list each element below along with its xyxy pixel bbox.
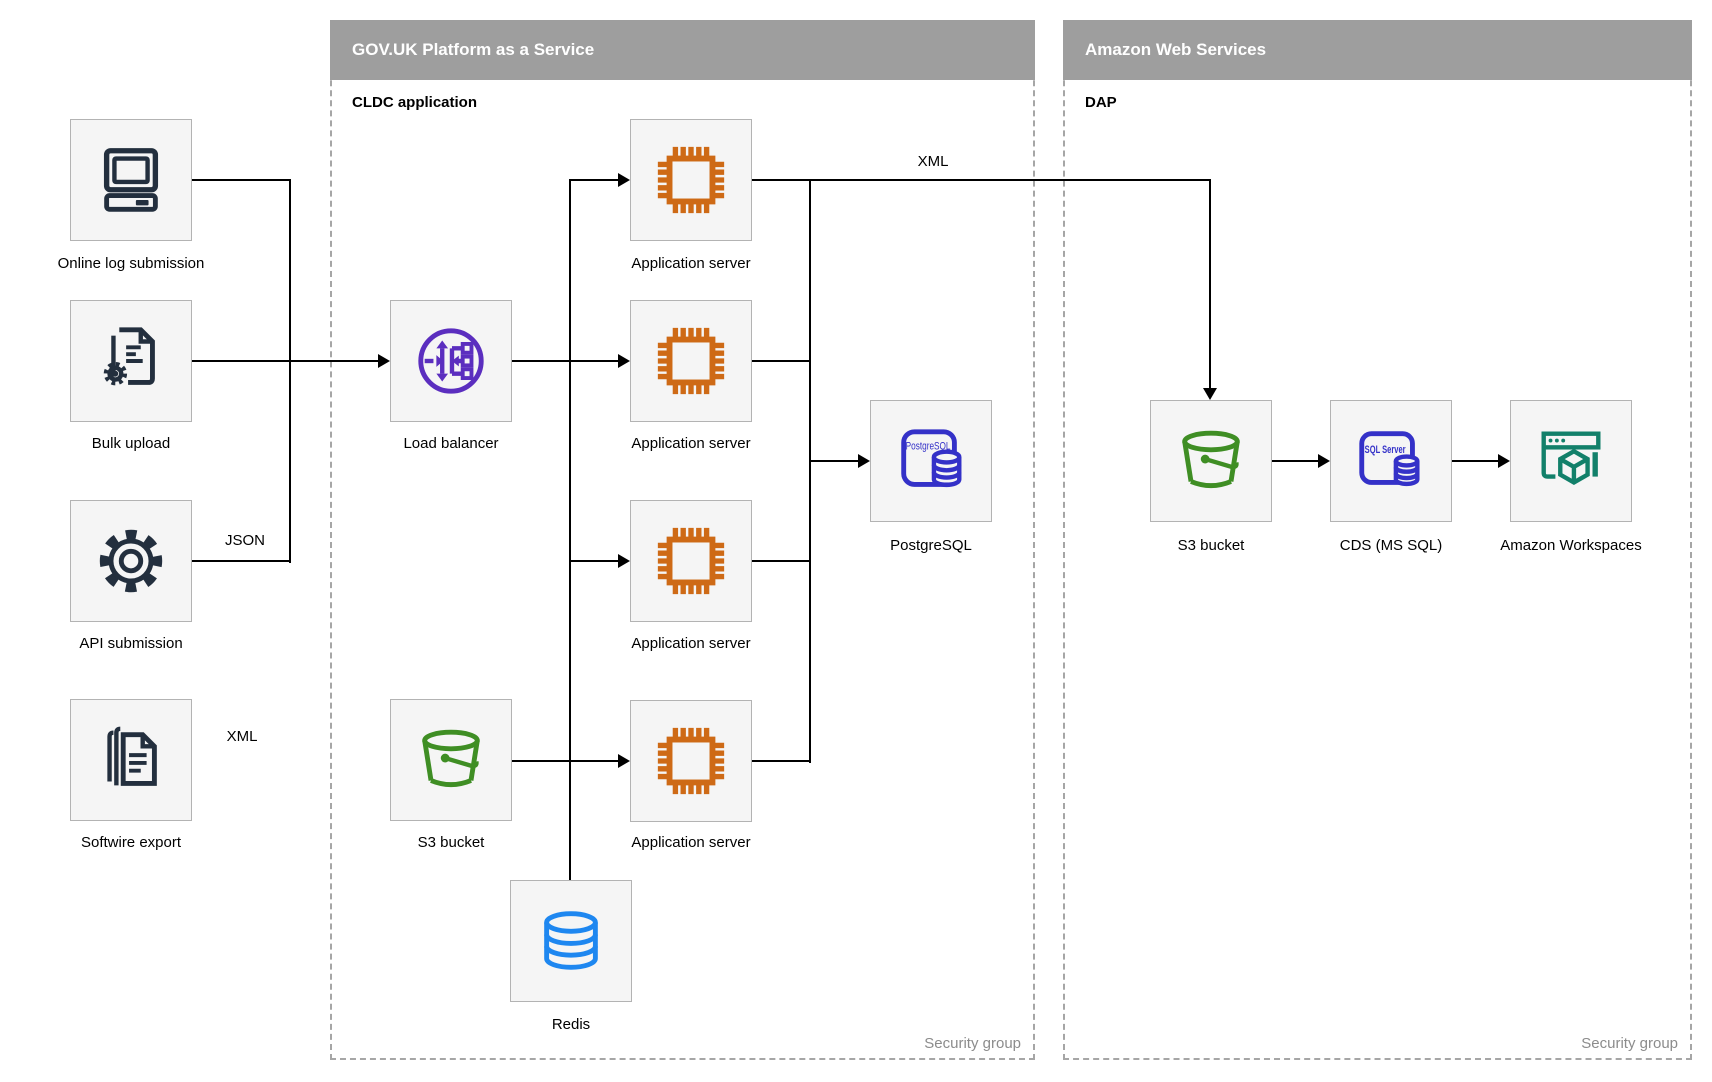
edge-xml-to-aws bbox=[752, 179, 1211, 181]
node-label: Application server bbox=[631, 435, 751, 452]
bucket-icon bbox=[422, 729, 480, 788]
bucket-icon bbox=[1182, 430, 1240, 489]
edge-app4-out bbox=[752, 760, 810, 762]
container-sublabel: CLDC application bbox=[352, 94, 478, 111]
edge-s3aws-to-cds bbox=[1272, 460, 1318, 462]
database-icon bbox=[544, 911, 598, 970]
arrowhead bbox=[1318, 454, 1330, 468]
document-gear-icon bbox=[103, 327, 155, 386]
container-title-bar: Amazon Web Services bbox=[1063, 20, 1692, 80]
gear-icon bbox=[99, 529, 163, 593]
postgresql-icon: PostgreSQL bbox=[901, 429, 962, 488]
node-label: Application server bbox=[631, 834, 751, 851]
edge-onlinelog-junction bbox=[192, 179, 290, 181]
node-load-balancer bbox=[390, 300, 512, 422]
chip-icon bbox=[657, 146, 725, 214]
arrowhead bbox=[1203, 388, 1217, 400]
container-aws: Amazon Web Services DAP Security group bbox=[1063, 20, 1692, 1060]
node-label: Redis bbox=[551, 1016, 591, 1033]
arrowhead bbox=[1498, 454, 1510, 468]
node-bulk-upload bbox=[70, 300, 192, 422]
edge-xml-down bbox=[1209, 179, 1211, 389]
edge-api-junction bbox=[192, 560, 290, 562]
edge-app2-out bbox=[752, 360, 810, 362]
arrowhead bbox=[378, 354, 390, 368]
security-group-label: Security group bbox=[1581, 1035, 1678, 1052]
node-label: API submission bbox=[79, 635, 183, 652]
edge-feed-trunk bbox=[569, 179, 571, 881]
node-application-server-4 bbox=[630, 700, 752, 822]
node-label: Application server bbox=[631, 255, 751, 272]
node-amazon-workspaces bbox=[1510, 400, 1632, 522]
edge-label-json: JSON bbox=[214, 532, 276, 549]
node-online-log-submission bbox=[70, 119, 192, 241]
documents-stack-icon bbox=[107, 726, 157, 786]
node-postgresql: PostgreSQL bbox=[870, 400, 992, 522]
edge-to-postgresql bbox=[810, 460, 858, 462]
node-label: PostgreSQL bbox=[890, 537, 972, 554]
node-label: Amazon Workspaces bbox=[1500, 537, 1642, 554]
edge-bulk-to-lb bbox=[192, 360, 378, 362]
container-govuk-paas: GOV.UK Platform as a Service CLDC applic… bbox=[330, 20, 1035, 1060]
node-label: Application server bbox=[631, 635, 751, 652]
container-sublabel: DAP bbox=[1085, 94, 1117, 111]
node-application-server-1 bbox=[630, 119, 752, 241]
workspaces-icon bbox=[1541, 431, 1601, 485]
edge-label-xml: XML bbox=[211, 728, 273, 745]
node-s3-bucket-aws bbox=[1150, 400, 1272, 522]
node-application-server-3 bbox=[630, 500, 752, 622]
edge-collector-trunk bbox=[809, 179, 811, 763]
node-redis bbox=[510, 880, 632, 1002]
node-label: CDS (MS SQL) bbox=[1339, 537, 1443, 554]
arrowhead bbox=[858, 454, 870, 468]
node-label: S3 bucket bbox=[417, 834, 485, 851]
edge-s3-to-app4 bbox=[512, 760, 618, 762]
chip-icon bbox=[657, 327, 725, 395]
security-group-label: Security group bbox=[924, 1035, 1021, 1052]
arrowhead bbox=[618, 354, 630, 368]
node-label: Online log submission bbox=[57, 255, 205, 272]
arrowhead bbox=[618, 554, 630, 568]
node-label: Bulk upload bbox=[91, 435, 171, 452]
edge-lb-to-app2 bbox=[512, 360, 618, 362]
chip-icon bbox=[657, 527, 725, 595]
node-label: S3 bucket bbox=[1177, 537, 1245, 554]
load-balancer-icon bbox=[418, 328, 484, 394]
node-cds-mssql: SQL Server bbox=[1330, 400, 1452, 522]
node-api-submission bbox=[70, 500, 192, 622]
node-s3-bucket-paas bbox=[390, 699, 512, 821]
node-label: Softwire export bbox=[80, 834, 182, 851]
edge-label-xml: XML bbox=[902, 153, 964, 170]
sql-server-icon-text: SQL Server bbox=[1365, 444, 1407, 456]
node-label: Load balancer bbox=[403, 435, 499, 452]
arrowhead bbox=[618, 173, 630, 187]
arrowhead bbox=[618, 754, 630, 768]
computer-icon bbox=[103, 148, 159, 212]
node-softwire-export bbox=[70, 699, 192, 821]
edge-trunk-to-app3 bbox=[570, 560, 618, 562]
node-application-server-2 bbox=[630, 300, 752, 422]
edge-app3-out bbox=[752, 560, 810, 562]
edge-cds-to-workspaces bbox=[1452, 460, 1498, 462]
postgresql-icon-text: PostgreSQL bbox=[906, 440, 951, 452]
sql-server-icon: SQL Server bbox=[1359, 431, 1420, 487]
chip-icon bbox=[657, 727, 725, 795]
edge-trunk-to-app1 bbox=[570, 179, 618, 181]
container-title-bar: GOV.UK Platform as a Service bbox=[330, 20, 1035, 80]
edge-sources-junction bbox=[289, 179, 291, 563]
